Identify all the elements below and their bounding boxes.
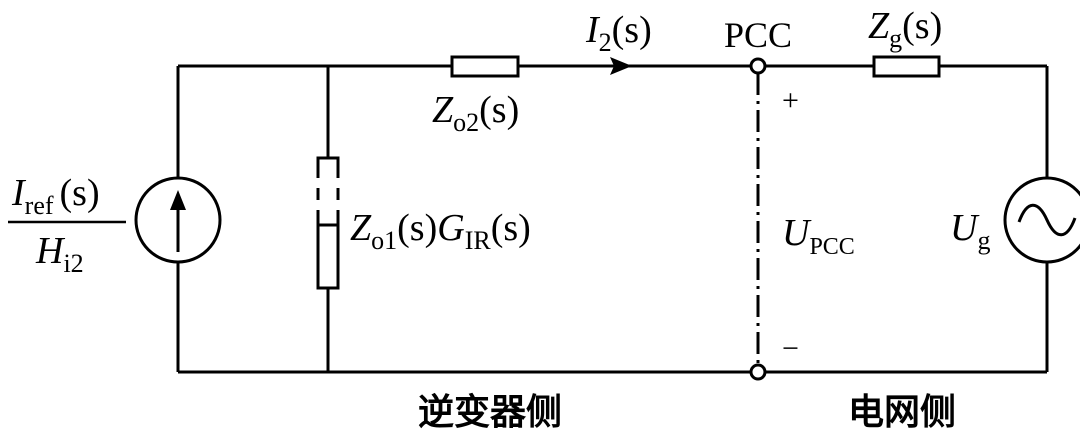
plus-sign: + <box>782 84 799 117</box>
impedance-zg <box>872 55 941 78</box>
minus-sign: − <box>782 332 799 365</box>
zo2-label: Zo2(s) <box>432 89 519 137</box>
ug-label: Ug <box>950 207 990 255</box>
zo1-gir-label: Zo1(s)GIR(s) <box>350 207 531 255</box>
shunt-impedance-zo1 <box>316 223 340 290</box>
inverter-side-caption: 逆变器侧 <box>418 391 562 431</box>
hi2-label: Hi2 <box>35 230 84 278</box>
current-source <box>134 176 222 264</box>
ac-wave-icon <box>1017 203 1077 237</box>
grid-side-caption: 电网侧 <box>848 392 956 431</box>
current-source-arrowhead <box>170 190 186 210</box>
impedance-zo2 <box>450 55 520 78</box>
pcc-node-top <box>749 57 767 75</box>
iref-label: Iref(s) <box>11 172 100 220</box>
pcc-label: PCC <box>724 15 792 55</box>
i2-label: I2(s) <box>585 9 652 57</box>
i2-direction-arrow <box>610 57 632 75</box>
zg-label: Zg(s) <box>868 5 942 53</box>
pcc-node-bottom <box>749 363 767 381</box>
voltage-source <box>1003 176 1080 264</box>
upcc-label: UPCC <box>782 212 855 260</box>
shunt-impedance-dashed <box>316 156 340 200</box>
